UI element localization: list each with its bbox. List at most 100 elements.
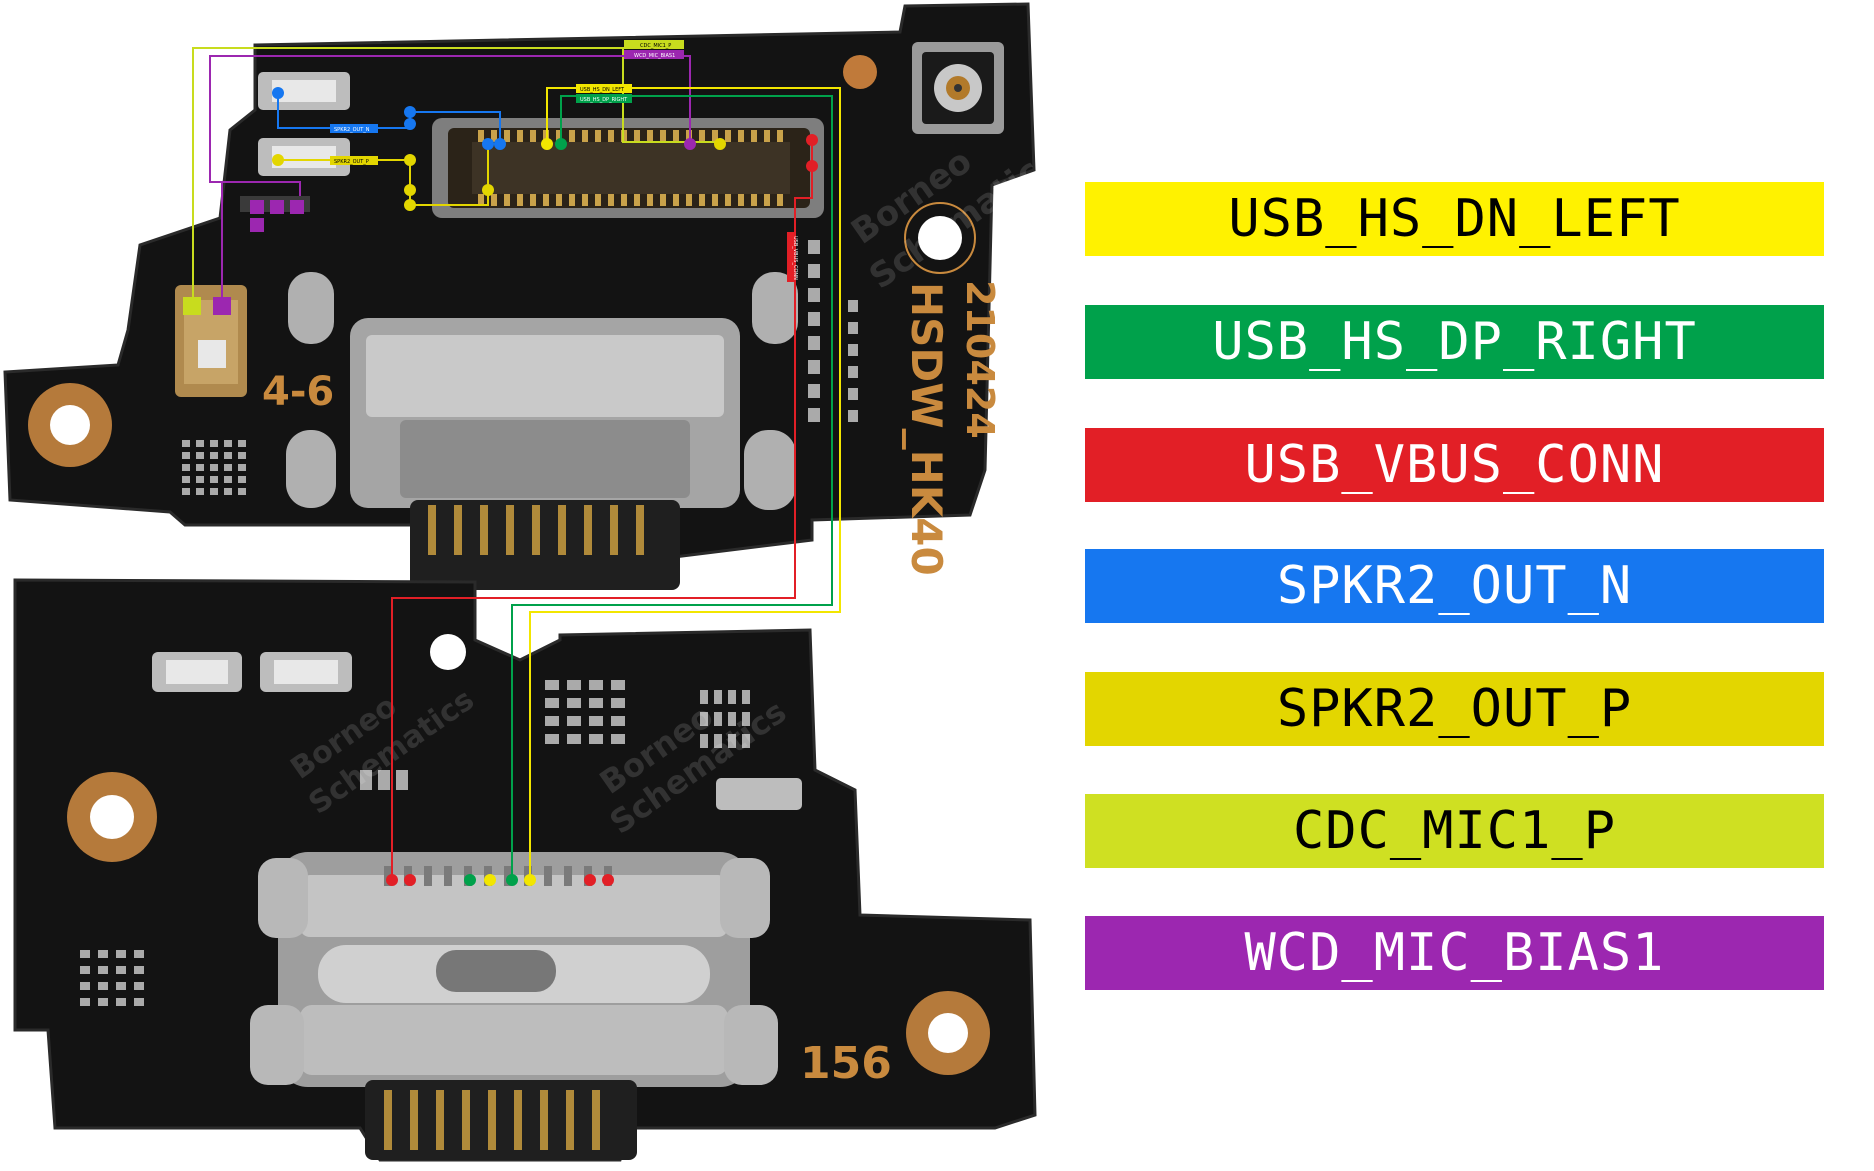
smd-pad (808, 264, 820, 278)
smd-pad (238, 440, 246, 447)
smd-pad (182, 464, 190, 471)
smd-pad (98, 982, 108, 990)
smd-pad (210, 476, 218, 483)
connector-pin (491, 130, 497, 142)
smd-pad (714, 734, 722, 748)
connector-pin (673, 130, 679, 142)
bottom-board: 156 Borneo Schematics Borneo Schematics (13, 578, 1037, 1162)
smd-pad (80, 966, 90, 974)
legend-spkr2-out-n: SPKR2_OUT_N (1085, 549, 1824, 623)
smd-pad (742, 690, 750, 704)
trace-usb-dp-right (511, 95, 833, 880)
smd-pad (589, 698, 603, 708)
silk-small: 4-6 (262, 369, 334, 415)
smd-pad (545, 698, 559, 708)
smd-pad (238, 452, 246, 459)
legend-spkr2-out-p: SPKR2_OUT_P (1085, 672, 1824, 746)
trace-label-boxes: CDC_MIC1_P WCD_MIC_BIAS1 USB_HS_DN_LEFT … (330, 40, 798, 282)
connector-pin (517, 130, 523, 142)
top-usb-receptacle (350, 318, 740, 590)
usb-pin (384, 1090, 392, 1150)
smd-pad (742, 734, 750, 748)
smd-pad (545, 716, 559, 726)
top-smd-grid (182, 240, 858, 495)
smd-pad (116, 966, 126, 974)
legend-usb-hs-dp-right: USB_HS_DP_RIGHT (1085, 305, 1824, 379)
usb-contact (544, 866, 552, 886)
trace-wcd-mic-bias1 (209, 55, 691, 310)
connector-pin (712, 130, 718, 142)
smd-pad (182, 452, 190, 459)
connector-pin (556, 194, 562, 206)
connector-pin (660, 194, 666, 206)
connector-pin (634, 194, 640, 206)
smd-pad (611, 680, 625, 690)
usb-contact (444, 866, 452, 886)
connector-pin (608, 194, 614, 206)
smd-pad (134, 998, 144, 1006)
connector-pin (582, 194, 588, 206)
usb-contact (424, 866, 432, 886)
connector-pin (569, 130, 575, 142)
smd-pad (611, 734, 625, 744)
connector-pin (569, 194, 575, 206)
usb-pin (636, 505, 644, 555)
connector-pin (738, 194, 744, 206)
smd-pad (728, 734, 736, 748)
connector-pin (478, 130, 484, 142)
smd-pad (714, 690, 722, 704)
connector-pin (530, 194, 536, 206)
connector-pin (751, 194, 757, 206)
smd-pad (134, 982, 144, 990)
smd-pad (808, 240, 820, 254)
usb-pin (514, 1090, 522, 1150)
legend-wcd-mic-bias1: WCD_MIC_BIAS1 (1085, 916, 1824, 990)
smd-pad (80, 982, 90, 990)
smd-pad (98, 966, 108, 974)
smd-pad (116, 982, 126, 990)
usb-pin (558, 505, 566, 555)
smd-pad (808, 312, 820, 326)
smd-pad (728, 690, 736, 704)
connector-pin (777, 130, 783, 142)
silk-model: HSDW_HK40 (902, 282, 951, 576)
smd-pad (589, 734, 603, 744)
test-points (183, 87, 818, 886)
smd-pad (545, 680, 559, 690)
usb-pin (480, 505, 488, 555)
smd-pad (545, 734, 559, 744)
usb-pin (592, 1090, 600, 1150)
smd-pad (808, 408, 820, 422)
connector-pin (478, 194, 484, 206)
smd-pad (567, 716, 581, 726)
connector-pin (504, 130, 510, 142)
smd-pad (196, 452, 204, 459)
connector-pin (582, 130, 588, 142)
label-usb-vbus-conn: USB_VBUS_CONN (792, 236, 798, 280)
usb-pin (610, 505, 618, 555)
smd-pad (116, 950, 126, 958)
pcb-diagram: 210424 HSDW_HK40 4-6 Borneo Schematics (3, 2, 1037, 1162)
board-to-board-connector (432, 118, 824, 218)
smd-pad (80, 950, 90, 958)
smd-pad (224, 452, 232, 459)
connector-pin (543, 194, 549, 206)
smd-pad (210, 452, 218, 459)
smd-pad (224, 464, 232, 471)
smd-pad (224, 440, 232, 447)
usb-pin (566, 1090, 574, 1150)
smd-pad (360, 770, 372, 790)
smd-pad (808, 288, 820, 302)
bottom-smd-pads (152, 652, 802, 810)
label-cdc-mic1-p: CDC_MIC1_P (640, 43, 671, 49)
connector-pin (621, 194, 627, 206)
smd-pad (567, 698, 581, 708)
trace-cdc-mic1-p (192, 47, 720, 310)
silk-code: 210424 (958, 280, 1002, 439)
smd-pad (728, 712, 736, 726)
smd-pad (210, 488, 218, 495)
label-spkr2-out-n: SPKR2_OUT_N (334, 127, 370, 133)
smd-pad (808, 336, 820, 350)
smd-pad (700, 690, 708, 704)
connector-pin (777, 194, 783, 206)
